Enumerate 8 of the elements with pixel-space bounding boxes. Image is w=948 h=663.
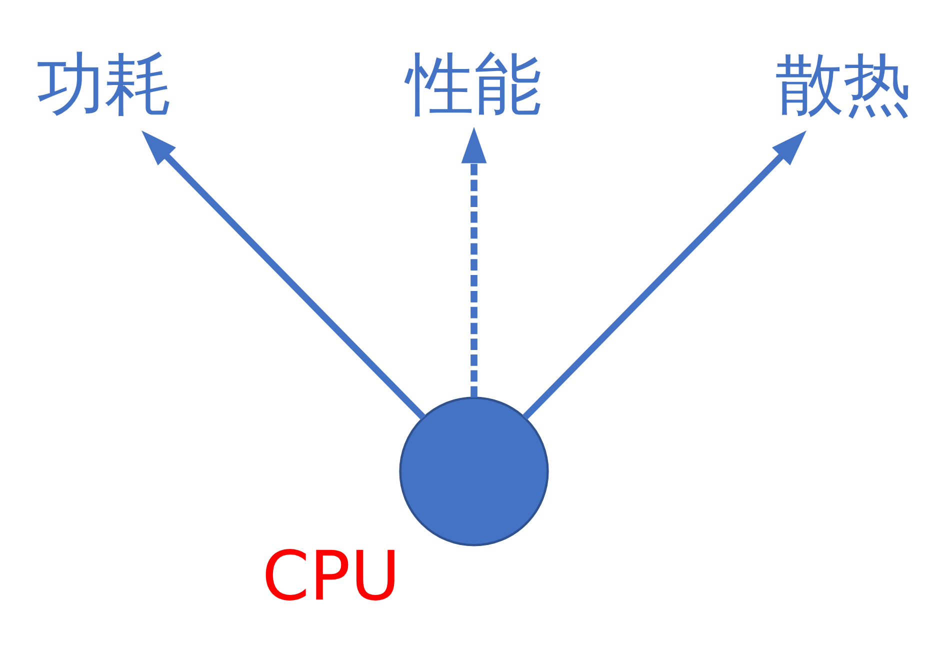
node-label: CPU: [262, 537, 400, 616]
node-text: 功耗: [36, 45, 172, 124]
arrow: [522, 130, 807, 420]
arrow: [461, 126, 487, 397]
node-circle: [399, 396, 549, 546]
arrow: [141, 130, 426, 420]
node-text: 性能: [406, 45, 542, 124]
node-text: 散热: [776, 45, 912, 124]
